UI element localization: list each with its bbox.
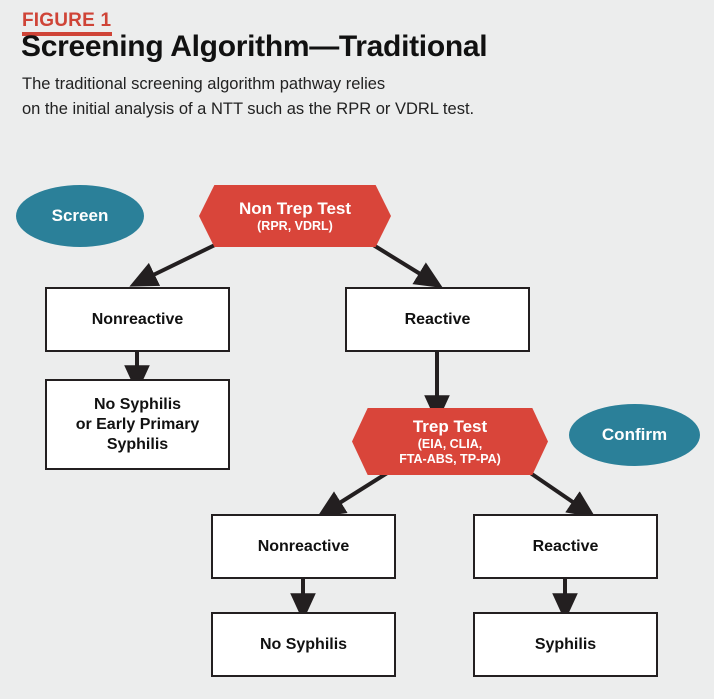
- non-trep-test-node: Non Trep Test (RPR, VDRL): [199, 185, 391, 247]
- ntt-nonreactive-node: Nonreactive: [45, 287, 230, 352]
- non-trep-test-title: Non Trep Test: [238, 198, 352, 218]
- no-syphilis-node: No Syphilis: [211, 612, 396, 677]
- ntt-nonreactive-text: Nonreactive: [91, 310, 184, 328]
- tt-reactive-text: Reactive: [532, 537, 599, 555]
- trep-test-detail-line-1: (EIA, CLIA,: [417, 436, 483, 451]
- trep-test-title: Trep Test: [412, 416, 488, 436]
- page-title: Screening Algorithm—Traditional: [21, 30, 488, 63]
- ntt-reactive-node: Reactive: [345, 287, 530, 352]
- confirm-label-text: Confirm: [601, 425, 668, 444]
- no-syphilis-or-early-primary-line-1: No Syphilis: [93, 395, 182, 413]
- syphilis-node: Syphilis: [473, 612, 658, 677]
- screen-label: Screen: [16, 185, 144, 247]
- tt-nonreactive-text: Nonreactive: [257, 537, 350, 555]
- subtitle-line-1: The traditional screening algorithm path…: [22, 75, 386, 93]
- screen-label-text: Screen: [51, 206, 109, 225]
- trep-test-detail-line-2: FTA-ABS, TP-PA): [399, 451, 501, 466]
- tt-reactive-node: Reactive: [473, 514, 658, 579]
- subtitle-line-2: on the initial analysis of a NTT such as…: [22, 100, 475, 118]
- trep-test-node: Trep Test (EIA, CLIA, FTA-ABS, TP-PA): [352, 408, 548, 475]
- figure-label-rule: [22, 32, 112, 36]
- no-syphilis-or-early-primary-line-2: or Early Primary: [75, 415, 200, 433]
- figure-label: FIGURE 1: [22, 10, 112, 31]
- no-syphilis-or-early-primary-line-3: Syphilis: [106, 435, 169, 453]
- confirm-label: Confirm: [569, 404, 700, 466]
- ntt-reactive-text: Reactive: [404, 310, 471, 328]
- non-trep-test-detail: (RPR, VDRL): [257, 218, 333, 233]
- page-subtitle: The traditional screening algorithm path…: [22, 72, 682, 122]
- no-syphilis-or-early-primary-node: No Syphilis or Early Primary Syphilis: [45, 379, 230, 470]
- syphilis-text: Syphilis: [534, 635, 597, 653]
- no-syphilis-text: No Syphilis: [259, 635, 348, 653]
- tt-nonreactive-node: Nonreactive: [211, 514, 396, 579]
